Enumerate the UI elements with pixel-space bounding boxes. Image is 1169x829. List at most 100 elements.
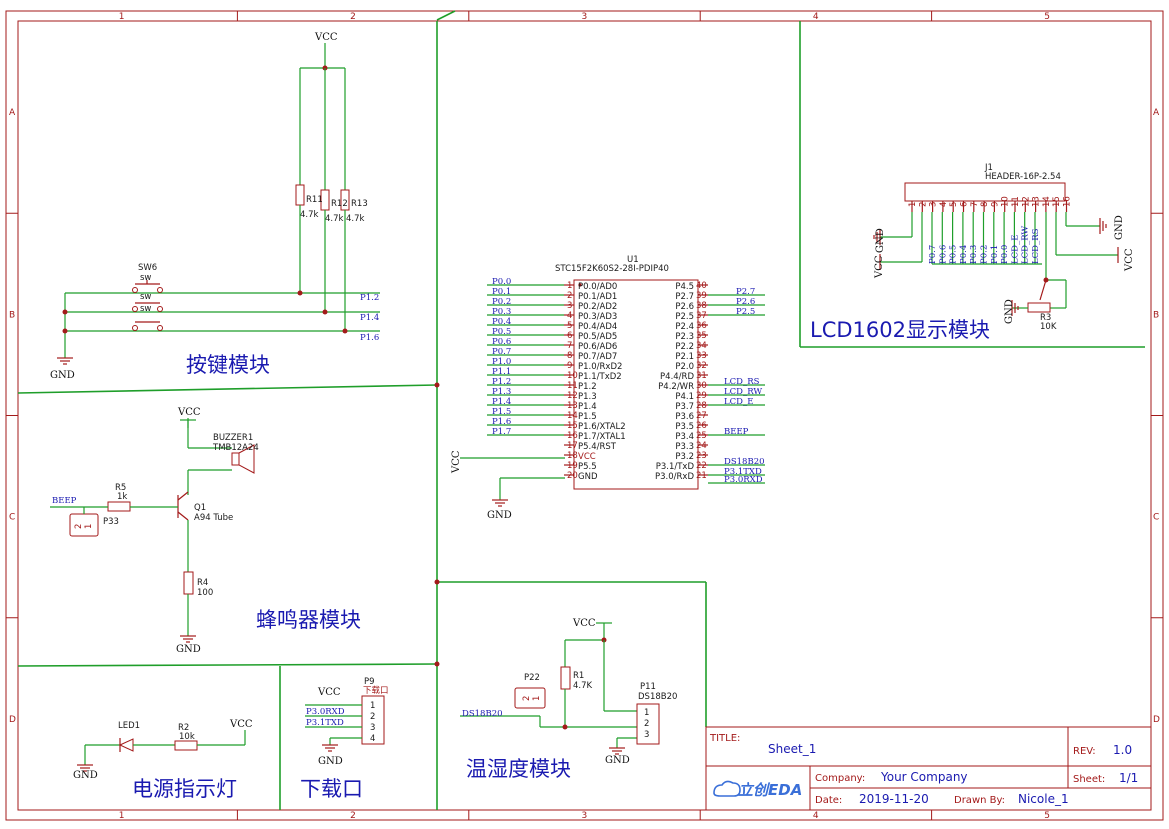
rev-label: REV: bbox=[1073, 746, 1096, 757]
j1-net-label: P0.7 bbox=[928, 245, 938, 264]
buzzer-horn bbox=[238, 444, 255, 474]
j1-pin-number: 4 bbox=[939, 202, 949, 207]
j1-pin-number: 9 bbox=[990, 202, 1000, 207]
mcu-net-left: P0.6 bbox=[492, 337, 511, 347]
mcu-pin-number: 10 bbox=[567, 371, 578, 381]
j1-pin-number: 10 bbox=[1001, 196, 1011, 207]
frame-row-label-left: D bbox=[9, 715, 16, 725]
net-p1-6: P1.6 bbox=[360, 333, 379, 343]
mcu-pin-name: P1.7/XTAL1 bbox=[578, 432, 626, 442]
led-vcc-label: VCC bbox=[229, 719, 253, 730]
p9-ref: P9 bbox=[364, 677, 375, 687]
mcu-net-left: P0.7 bbox=[492, 347, 511, 357]
temp-gnd-label: GND bbox=[605, 755, 630, 766]
mcu-pin-number: 23 bbox=[696, 451, 707, 461]
mcu-net-left: P1.4 bbox=[492, 397, 511, 407]
mcu-pin-number: 22 bbox=[696, 461, 707, 471]
net-ds18b20: DS18B20 bbox=[462, 709, 503, 719]
buzzer-part: TMB12A24 bbox=[212, 443, 259, 453]
mcu-pin-name: GND bbox=[578, 472, 598, 482]
rev-value: 1.0 bbox=[1113, 743, 1132, 757]
mcu-pin-name: P2.4 bbox=[675, 322, 694, 332]
mcu-pin-name: P3.7 bbox=[675, 402, 694, 412]
mcu-net-right: P2.7 bbox=[736, 287, 755, 297]
buzzer-module: VCC BUZZER1 TMB12A24 Q1 A94 Tube R5 1k B… bbox=[50, 407, 361, 655]
mcu-vcc-label: VCC bbox=[451, 450, 462, 474]
mcu-pin-number: 35 bbox=[696, 331, 707, 341]
mcu-net-right: P3.0RXD bbox=[724, 475, 763, 485]
r5-ref: R5 bbox=[115, 483, 126, 493]
svg-text:2: 2 bbox=[522, 696, 532, 701]
mcu-pin-name: P1.1/TxD2 bbox=[578, 372, 622, 382]
mcu-pin-number: 34 bbox=[696, 341, 707, 351]
mcu-pin-name: P2.1 bbox=[675, 352, 694, 362]
r11-ref: R11 bbox=[306, 195, 323, 205]
frame-col-label-bottom: 2 bbox=[350, 811, 356, 821]
mcu-pin-name: P1.0/RxD2 bbox=[578, 362, 622, 372]
mcu-net-right: P3.1TXD bbox=[724, 467, 762, 477]
p11-ref: P11 bbox=[640, 682, 656, 692]
mcu-pin-name: P2.6 bbox=[675, 302, 694, 312]
mcu-pin-number: 38 bbox=[696, 301, 707, 311]
mcu-net-left: P1.5 bbox=[492, 407, 511, 417]
sw-value-3: sw bbox=[140, 304, 151, 314]
mcu-pin-name: P0.3/AD3 bbox=[578, 312, 617, 322]
frame-row-label-right: A bbox=[1153, 108, 1160, 118]
q1-ref: Q1 bbox=[194, 503, 206, 513]
mcu-pin-number: 19 bbox=[567, 461, 578, 471]
gnd-symbol bbox=[57, 357, 73, 365]
header-p9 bbox=[361, 695, 385, 745]
mcu-net-left: P1.3 bbox=[492, 387, 511, 397]
j1-net-label: P0.3 bbox=[969, 245, 979, 264]
j1-pin-number: 5 bbox=[949, 202, 959, 207]
mcu-pin-name: P2.2 bbox=[675, 342, 694, 352]
header-p11 bbox=[636, 703, 660, 745]
mcu-pin-number: 37 bbox=[696, 311, 707, 321]
gnd-label: GND bbox=[50, 370, 75, 381]
sw-value-1: sw bbox=[140, 273, 151, 283]
mcu-pin-name: P3.0/RxD bbox=[655, 472, 694, 482]
mcu-pin-number: 17 bbox=[567, 441, 578, 451]
download-title: 下载口 bbox=[300, 777, 363, 801]
date-value: 2019-11-20 bbox=[859, 792, 929, 806]
buzzer-body bbox=[231, 452, 240, 466]
mcu-net-right: LCD_RS bbox=[724, 377, 760, 387]
temp-module: VCC R1 4.7K 2 1 P22 DS18B20 1 2 3 P11 DS… bbox=[460, 618, 677, 781]
frame-row-label-right: D bbox=[1153, 715, 1160, 725]
lcd-vcc-label-1: VCC bbox=[874, 255, 885, 279]
frame-col-label-top: 3 bbox=[582, 12, 588, 22]
mcu-pin-number: 7 bbox=[567, 341, 572, 351]
mcu-pin-name: P3.5 bbox=[675, 422, 694, 432]
power-led-module: LED1 R2 10k VCC GND 电源指示灯 bbox=[73, 719, 253, 801]
mcu-gnd-label: GND bbox=[487, 510, 512, 521]
buzzer-module-title: 蜂鸣器模块 bbox=[256, 608, 361, 632]
frame-col-label-bottom: 4 bbox=[813, 811, 819, 821]
mcu-pin-name: P4.4/RD bbox=[660, 372, 694, 382]
frame-row-label-left: C bbox=[9, 513, 15, 523]
r13-ref: R13 bbox=[351, 199, 368, 209]
net-p3-1txd: P3.1TXD bbox=[306, 718, 344, 728]
mcu-pin-name: P4.5 bbox=[675, 282, 694, 292]
j1-net-label: P0.0 bbox=[1000, 245, 1010, 264]
mcu-pin-name: P1.6/XTAL2 bbox=[578, 422, 626, 432]
resistor-r5 bbox=[107, 501, 131, 512]
mcu-pin-name: P5.4/RST bbox=[578, 442, 617, 452]
resistor-r1 bbox=[560, 666, 571, 690]
eda-logo: 立创EDA bbox=[738, 781, 802, 799]
mcu-pin-name: P2.0 bbox=[675, 362, 694, 372]
r5-val: 1k bbox=[117, 492, 127, 502]
j1-net-label: P0.6 bbox=[938, 245, 948, 264]
r12-val: 4.7k bbox=[325, 214, 344, 224]
mcu-net-left: P0.1 bbox=[492, 287, 511, 297]
mcu-pin-name: P0.1/AD1 bbox=[578, 292, 617, 302]
j1-net-label: P0.4 bbox=[959, 245, 969, 264]
power-led-title: 电源指示灯 bbox=[132, 777, 237, 801]
mcu-pin-name: P0.6/AD6 bbox=[578, 342, 617, 352]
frame-col-label-bottom: 3 bbox=[582, 811, 588, 821]
mcu-net-right: P2.5 bbox=[736, 307, 755, 317]
r2-val: 10k bbox=[179, 732, 195, 742]
potentiometer-r3 bbox=[1027, 302, 1051, 313]
mcu-net-right: LCD_RW bbox=[724, 387, 762, 397]
j1-net-label: LCD_RW bbox=[1021, 226, 1031, 264]
